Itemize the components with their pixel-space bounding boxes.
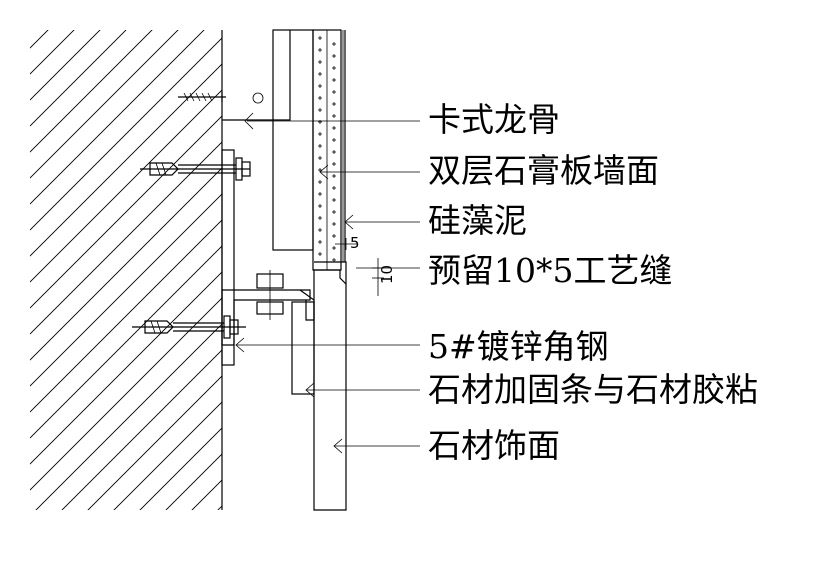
diatom-mud-layer [342,30,346,262]
gypsum-board [312,29,342,271]
leader-lines [235,112,420,454]
screw-icon [178,92,226,102]
dimension-10-text: 10 [378,265,396,284]
dimension-5: 5 [335,234,360,252]
label-stone-facing: 石材饰面 [428,426,560,465]
wall-plate [221,149,235,366]
label-diatom-mud: 硅藻泥 [428,201,527,240]
dimension-5-text: 5 [350,234,360,252]
label-gypsum-board: 双层石膏板墙面 [428,151,659,190]
anchor-bolt-lower-icon [132,315,246,339]
card-keel [222,29,314,251]
concrete-wall [30,30,223,510]
label-reserved-gap: 预留10*5工艺缝 [428,251,673,290]
reserved-gap [314,261,347,284]
stone-reinforcing-strip [291,301,315,395]
dimension-10: 10 [372,258,396,296]
screw-hole-icon [252,92,264,104]
label-reinforcing-strip: 石材加固条与石材胶粘 [428,370,758,409]
label-card-keel: 卡式龙骨 [428,100,560,139]
anchor-bolt-upper-icon [140,157,251,181]
label-angle-steel: 5#镀锌角钢 [428,327,609,366]
